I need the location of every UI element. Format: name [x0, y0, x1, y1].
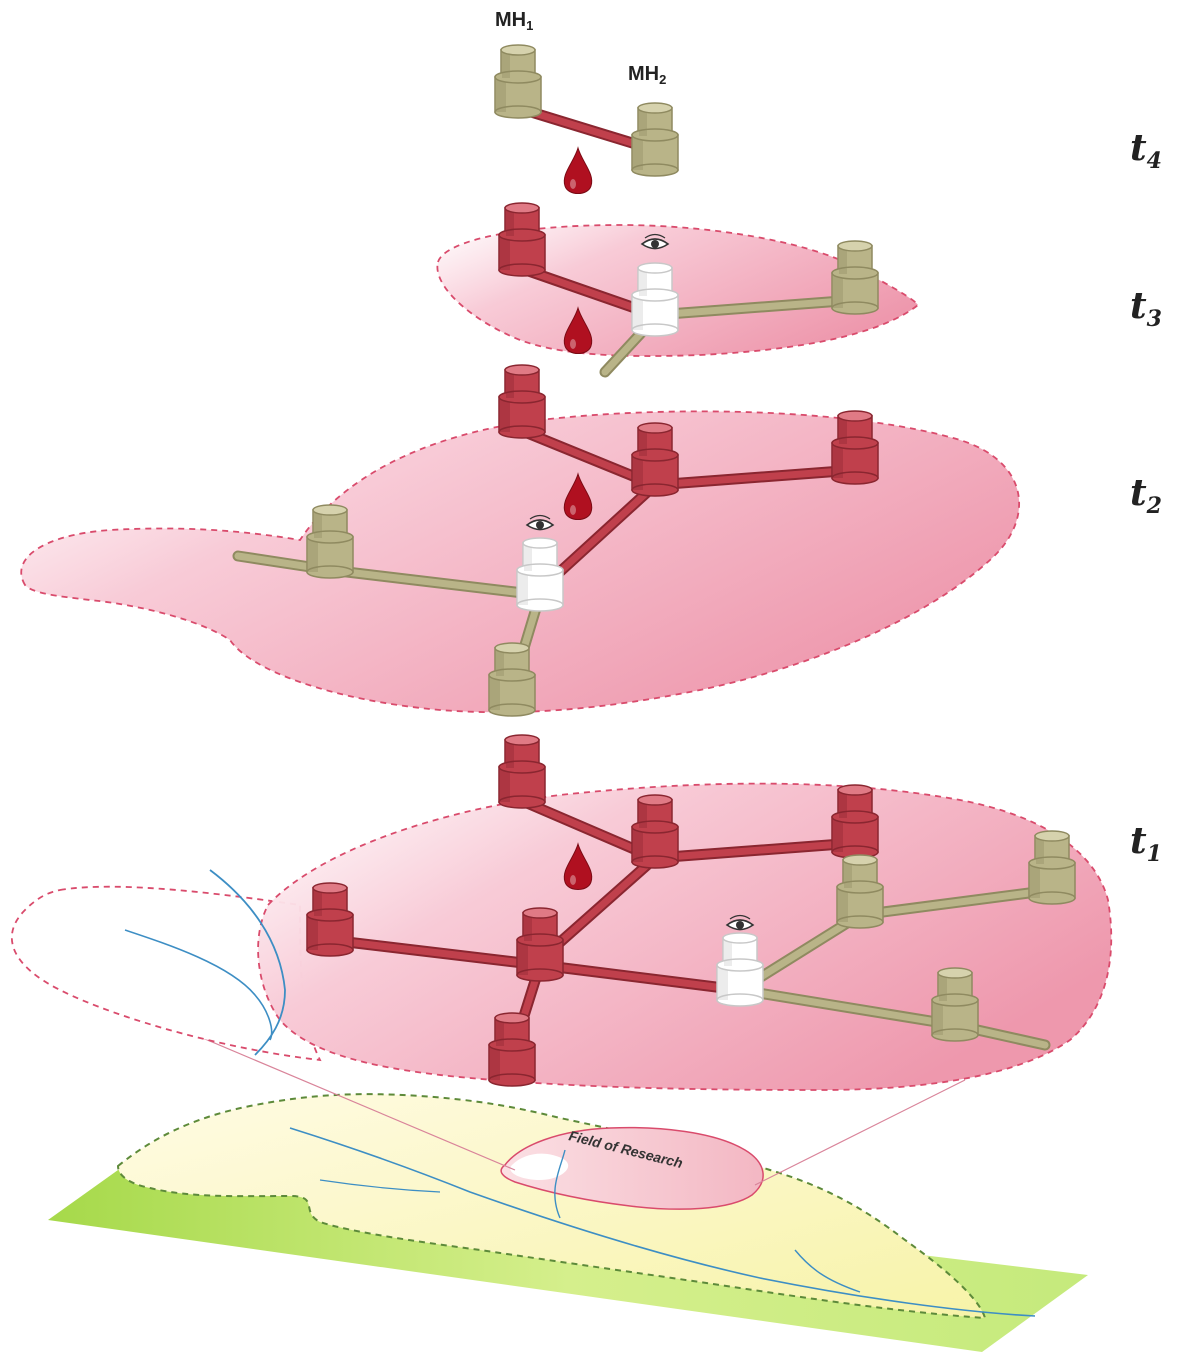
time-label-t1: t1 — [1130, 820, 1162, 867]
t1-manhole-west — [306, 882, 354, 957]
t2-manhole-east — [831, 410, 879, 485]
zone-t3 — [436, 224, 920, 357]
river-tributary-1 — [554, 1149, 566, 1219]
time-label-t2: t2 — [1130, 472, 1162, 519]
catchment-area — [116, 1093, 987, 1320]
t1-pipe-east-core — [651, 839, 859, 862]
t3-manhole-east — [831, 240, 879, 315]
river-main — [289, 1127, 1036, 1317]
t2-pipe-east-core — [651, 466, 859, 489]
t1-manhole-ne — [836, 854, 884, 929]
t2-manhole-west — [306, 504, 354, 579]
t3-manhole-sampling — [631, 262, 679, 337]
t4-droplet-icon-highlight — [570, 179, 576, 189]
t1-manhole-sampling — [716, 932, 764, 1007]
zone-t1 — [257, 782, 1113, 1091]
river-tributary-3 — [319, 1179, 441, 1193]
research-area — [500, 1126, 764, 1210]
t3-eye-icon — [640, 233, 670, 250]
t2-manhole-sampling — [516, 537, 564, 612]
t3-manhole-upstream — [498, 202, 546, 277]
river-tributary-2 — [794, 1249, 861, 1293]
t2-eye-icon — [525, 514, 555, 531]
t1-manhole-upstream — [498, 734, 546, 809]
t1-eye-icon — [725, 914, 755, 931]
t4-droplet-icon — [563, 146, 593, 194]
t1-manhole-east — [831, 784, 879, 859]
t1-manhole-center — [516, 907, 564, 982]
sewer-network — [232, 44, 1076, 1087]
t1-manhole-south — [488, 1012, 536, 1087]
t1-droplet-icon — [563, 842, 593, 890]
river-on-t1-2 — [124, 929, 273, 1041]
t2-droplet-icon-highlight — [570, 505, 576, 515]
t3-pipe-east-core — [651, 296, 859, 319]
t1-droplet-icon-highlight — [570, 875, 576, 885]
t3-droplet-icon-highlight — [570, 339, 576, 349]
t1-pipe-se-core — [736, 986, 959, 1029]
t2-pipe-west-core — [326, 566, 544, 599]
zone-t2 — [20, 410, 1021, 714]
t2-droplet-icon — [563, 472, 593, 520]
t2-manhole-south — [488, 642, 536, 717]
ground-map: Field of Research — [48, 1093, 1088, 1352]
mh1-label: MH1 — [495, 9, 533, 33]
time-label-t4: t4 — [1130, 127, 1162, 174]
t1-manhole-se — [931, 967, 979, 1042]
research-area-hole — [510, 1153, 569, 1180]
mh2-label: MH2 — [628, 63, 666, 87]
t1-manhole-junction — [631, 794, 679, 869]
t3-droplet-icon — [563, 306, 593, 354]
t1-pipe-far-ne-core — [856, 886, 1056, 919]
t2-manhole-upstream — [498, 364, 546, 439]
t2-manhole-junction — [631, 422, 679, 497]
t4-manhole-mh1 — [494, 44, 542, 119]
time-label-t3: t3 — [1130, 285, 1162, 332]
t4-manhole-mh2 — [631, 102, 679, 177]
t1-manhole-far-ne — [1028, 830, 1076, 905]
t1-pipe-to-sampling-core — [536, 961, 744, 994]
projection-line-right — [754, 1079, 966, 1186]
zone-t1-river-extension — [10, 885, 322, 1062]
t1-pipe-west-core — [326, 936, 544, 969]
